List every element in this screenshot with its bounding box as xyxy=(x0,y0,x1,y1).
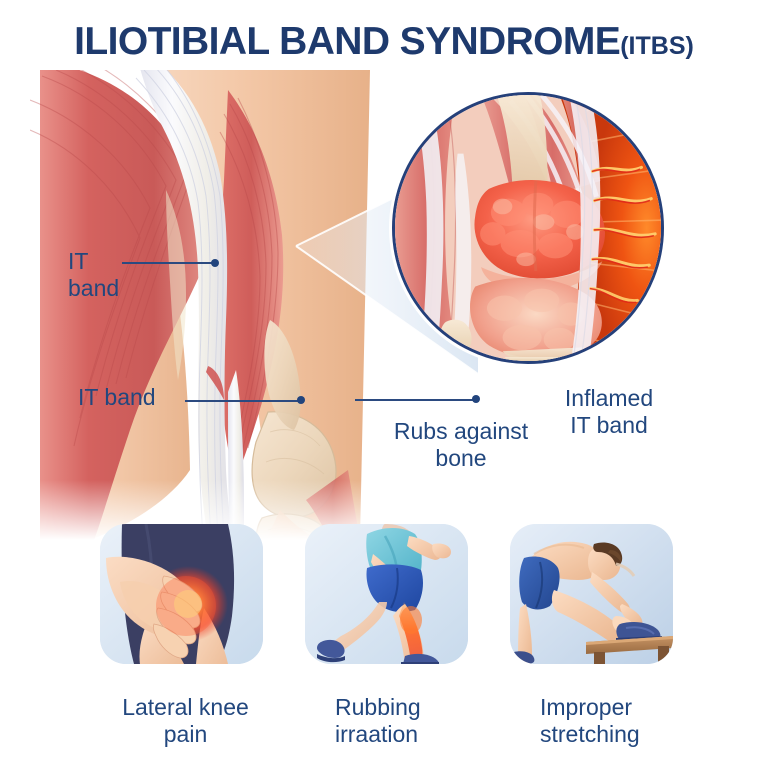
panel-image-lateral-knee-pain xyxy=(100,524,263,664)
panel-rubbing-irritation[interactable]: Rubbing irraation xyxy=(305,524,468,747)
callout-label-it-band-lower: IT band xyxy=(78,384,156,410)
panel-caption-rubbing-irritation: Rubbing irraation xyxy=(335,694,421,747)
leader-dot-it-band-upper xyxy=(211,259,219,267)
page-title-main: ILIOTIBIAL BAND SYNDROME xyxy=(74,20,621,63)
panel-image-runner xyxy=(305,524,468,664)
callout-label-inflamed-it-band: Inflamed IT band xyxy=(564,385,654,438)
panel-caption-improper-stretching: Improper stretching xyxy=(540,694,640,747)
leader-line-rubs-against-bone xyxy=(355,399,476,401)
leader-dot-it-band-lower xyxy=(297,396,305,404)
leg-anatomy-illustration xyxy=(30,70,390,540)
page-title-abbreviation: (ITBS) xyxy=(620,32,694,60)
panel-improper-stretching[interactable]: Improper stretching xyxy=(510,524,673,747)
callout-label-it-band-upper: IT band xyxy=(68,248,120,301)
symptom-cause-panels: Lateral knee pain xyxy=(0,524,768,768)
leader-line-it-band-lower xyxy=(185,400,301,402)
callout-label-rubs-against-bone: Rubs against bone xyxy=(393,418,529,471)
leader-dot-rubs-against-bone xyxy=(472,395,480,403)
panel-image-stretching xyxy=(510,524,673,664)
leader-line-it-band-upper xyxy=(122,262,215,264)
panel-caption-lateral-knee-pain: Lateral knee pain xyxy=(122,694,249,747)
page-title: ILIOTIBIAL BAND SYNDROME(ITBS) xyxy=(0,20,768,64)
panel-lateral-knee-pain[interactable]: Lateral knee pain xyxy=(100,524,263,747)
magnified-knee-inset xyxy=(392,92,664,364)
